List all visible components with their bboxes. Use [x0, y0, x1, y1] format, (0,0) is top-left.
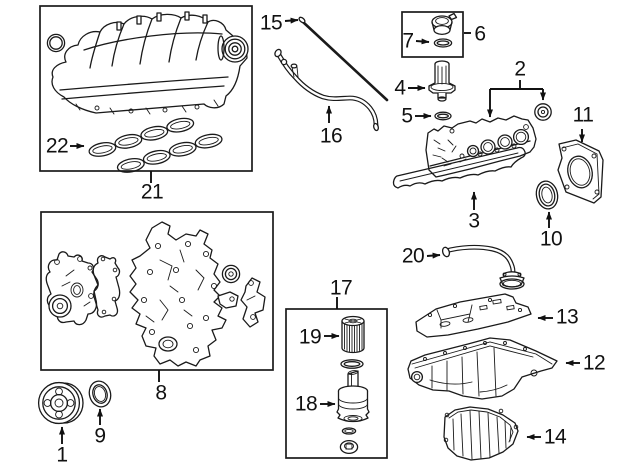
callout-3: 3 [468, 209, 480, 233]
oil-pan-icon [407, 337, 558, 400]
engine-bracket-icon [240, 277, 266, 328]
drain-plug-icon [339, 439, 359, 455]
oil-filler-cap-icon [431, 12, 458, 36]
filler-o-ring-icon [434, 111, 452, 121]
callout-14: 14 [543, 425, 567, 449]
filter-housing-o-ring-icon [340, 359, 364, 369]
group-box-6 [401, 11, 464, 58]
callout-18: 18 [294, 392, 318, 416]
callout-20: 20 [401, 244, 425, 268]
callout-5: 5 [401, 104, 413, 128]
callout-22: 22 [45, 134, 69, 158]
callout-19: 19 [298, 325, 322, 349]
oil-pan-baffle-icon [415, 293, 532, 338]
valve-cover-icon [425, 115, 537, 178]
callout-2: 2 [514, 57, 526, 81]
callout-9: 9 [94, 424, 106, 448]
arrow-15 [284, 17, 299, 24]
cap-o-ring-icon [433, 38, 453, 48]
water-pump-icon [45, 251, 99, 326]
callout-6: 6 [474, 22, 486, 46]
callout-1: 1 [56, 443, 68, 467]
leader-2-bracket [490, 80, 543, 90]
manifold-o-ring-icon [46, 33, 66, 53]
arrow-7 [415, 38, 430, 45]
callout-10: 10 [539, 227, 563, 251]
crank-rear-seal-icon [535, 180, 559, 210]
group-box-21 [39, 5, 253, 172]
valve-cover-grommet-icon [534, 103, 552, 121]
dipstick-icon [298, 16, 389, 102]
camshaft-seal-icon [221, 264, 241, 284]
valve-cover-gasket-icon [392, 146, 526, 189]
callout-21: 21 [140, 180, 164, 204]
callout-16: 16 [319, 124, 343, 148]
timing-cover-icon [129, 221, 239, 367]
callout-13: 13 [555, 305, 579, 329]
callout-8: 8 [155, 381, 167, 405]
callout-4: 4 [394, 76, 406, 100]
lower-oil-pan-icon [443, 406, 519, 461]
oil-filter-housing-icon [336, 370, 370, 423]
crankshaft-pulley-icon [37, 381, 84, 425]
oil-pickup-tube-icon [441, 244, 525, 290]
oil-filler-tube-icon [428, 60, 456, 102]
oil-filter-element-icon [341, 315, 365, 354]
callout-12: 12 [582, 351, 606, 375]
seal-retainer-plate-icon [557, 139, 604, 204]
water-pump-gasket-icon [92, 255, 121, 318]
front-crank-seal-icon [88, 380, 112, 408]
group-box-8 [40, 211, 274, 371]
callout-11: 11 [572, 103, 594, 127]
drain-o-ring-icon [341, 427, 357, 435]
callout-17: 17 [329, 276, 353, 300]
callout-15: 15 [259, 11, 283, 35]
arrow-20 [426, 252, 441, 259]
manifold-gasket-set-icon [88, 117, 223, 173]
dipstick-tube-icon [274, 48, 379, 132]
callout-7: 7 [402, 29, 414, 53]
intake-manifold-icon [51, 11, 249, 115]
